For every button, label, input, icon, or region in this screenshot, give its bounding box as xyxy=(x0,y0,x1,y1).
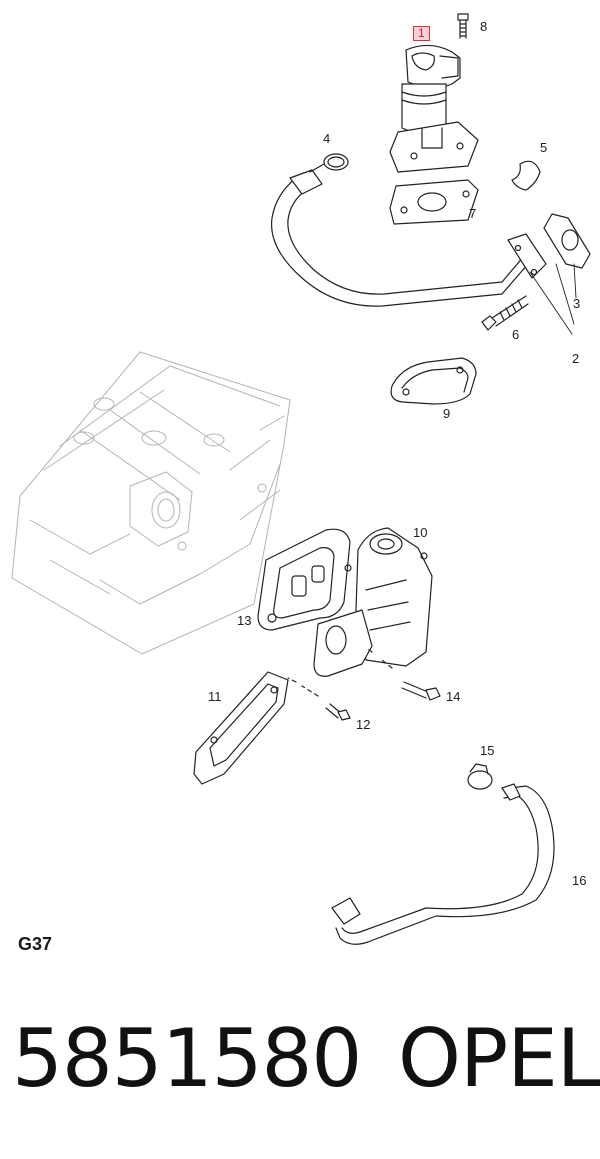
callout-6: 6 xyxy=(512,327,520,342)
callout-12: 12 xyxy=(356,717,371,732)
callout-3: 3 xyxy=(573,296,581,311)
gasket-7 xyxy=(389,179,479,225)
callout-14: 14 xyxy=(446,689,461,704)
egr-pipe-2 xyxy=(270,163,547,307)
gasket-11 xyxy=(193,671,289,785)
figure-code: G37 xyxy=(18,934,53,954)
bolt-12 xyxy=(287,677,351,721)
hose-clamp-15 xyxy=(467,763,493,790)
callout-4: 4 xyxy=(323,131,331,146)
callout-5: 5 xyxy=(540,140,548,155)
callout-13: 13 xyxy=(237,613,252,628)
brand-name: OPEL xyxy=(398,1012,600,1105)
callout-9: 9 xyxy=(443,406,451,421)
bolt-8 xyxy=(457,13,469,39)
bolt-14 xyxy=(365,647,441,701)
o-ring-4 xyxy=(323,153,349,171)
callout-8: 8 xyxy=(480,19,488,34)
part-number: 5851580 xyxy=(12,1012,362,1105)
callout-7: 7 xyxy=(469,206,477,221)
hose-16 xyxy=(331,783,555,945)
gasket-9 xyxy=(390,357,477,405)
stud-6 xyxy=(481,295,529,331)
callout-2: 2 xyxy=(572,351,580,366)
gasket-3 xyxy=(543,213,591,269)
thermostat-housing-10 xyxy=(313,527,433,677)
callout-10: 10 xyxy=(413,525,428,540)
clip-5 xyxy=(511,160,541,191)
gasket-13 xyxy=(257,528,351,631)
egr-valve-1 xyxy=(389,44,479,173)
callout-15: 15 xyxy=(480,743,495,758)
callout-1-highlighted[interactable]: 1 xyxy=(413,26,430,41)
callout-11: 11 xyxy=(208,689,222,704)
engine-block xyxy=(11,351,291,655)
callout-16: 16 xyxy=(572,873,587,888)
